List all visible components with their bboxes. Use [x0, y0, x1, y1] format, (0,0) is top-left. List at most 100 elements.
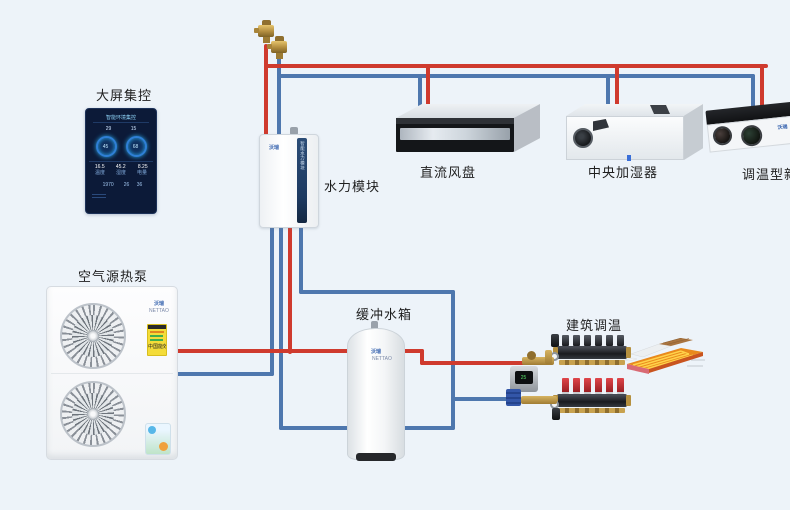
humidifier-top-vent [650, 105, 670, 114]
stat-value: 45.2 [116, 164, 126, 170]
air-vent-valve-right [267, 36, 288, 59]
upper-air-separator [551, 334, 559, 347]
dial-button-left: 45 [95, 136, 117, 157]
fresh-air-logo: 沃瑞 [772, 122, 790, 131]
brand-zh: 沃瑞 [371, 348, 381, 355]
stat-temperature: 16.5 温度 [89, 164, 110, 176]
return-outlet-fitting [521, 396, 557, 404]
humidifier-fan-opening [573, 128, 593, 148]
brand-logo: 沃瑞 NETTAO [139, 299, 179, 313]
lower-manifold-bar [553, 394, 631, 407]
brand-zh: 沃瑞 [153, 300, 164, 307]
return-drop-fan-coil [418, 74, 422, 114]
tank-base [356, 453, 396, 461]
lower-drain [552, 408, 560, 420]
return-drop-humidifier [606, 74, 610, 112]
readout-left: 29 [105, 125, 111, 132]
fan-grille-bottom [60, 381, 126, 447]
dial-right-value: 68 [133, 143, 139, 150]
humidifier-label: 中央加湿器 [588, 165, 659, 180]
upper-manifold-nuts [559, 360, 625, 365]
return-heatpump-horizontal [176, 372, 274, 376]
supply-drop-fan-coil [426, 64, 430, 114]
screen-footer: 1970 26 36 [97, 179, 146, 190]
brand-zh: 沃瑞 [269, 144, 279, 151]
return-pipe-vertical-valve [277, 56, 281, 140]
hydraulic-module-unit: 沃瑞 智能水力模块 [259, 134, 319, 228]
valve-cap [261, 20, 271, 25]
dial-button-right: 68 [125, 136, 147, 157]
cabinet-seam [51, 373, 173, 374]
valve-body [267, 41, 287, 53]
supply-valve-wheel [527, 351, 536, 360]
supply-tank-out [400, 349, 424, 353]
fan-coil-coil-slot [400, 128, 510, 140]
fresh-air-fan-right [740, 124, 764, 148]
heat-pump-unit: 沃瑞 NETTAO 中国能效标识 [46, 286, 178, 460]
circulation-pump: 25 [510, 366, 538, 392]
screen-divider [93, 122, 149, 123]
supply-riser-fitting [545, 350, 552, 364]
footer-value: 1970 [102, 181, 114, 188]
supply-step-down [420, 349, 424, 365]
stat-power: 8.25 电量 [132, 164, 153, 176]
lower-manifold-nuts [559, 408, 625, 413]
screen-dials: 45 68 [95, 136, 147, 157]
humidifier-drain [627, 155, 631, 161]
return-upper-horizontal [299, 290, 455, 294]
feature-sticker [145, 423, 171, 455]
tank-top-fitting [371, 321, 378, 330]
fan-coil-top-strip [396, 118, 514, 124]
fresh-air-label: 调温型新风 [742, 167, 790, 182]
return-drop-fresh-air [751, 74, 755, 110]
supply-pipe-vertical-valve [264, 44, 268, 140]
valve-neck [262, 37, 270, 43]
fan-coil-label: 直流风盘 [420, 165, 477, 180]
air-vent-valve-left [254, 20, 275, 43]
stat-value: 8.25 [137, 164, 148, 170]
lower-manifold-valve-heads [562, 378, 624, 394]
hydraulic-module-label: 水力模块 [324, 179, 381, 194]
footer-value: 26 [123, 181, 130, 188]
upper-manifold-bar [553, 346, 631, 359]
module-top-fitting [290, 127, 298, 135]
screen-menu-bars [89, 192, 106, 198]
humidifier-duct [593, 119, 609, 131]
heat-pump-label: 空气源热泵 [78, 269, 149, 284]
module-stripe: 智能水力模块 [297, 138, 307, 223]
return-to-manifold [451, 397, 513, 401]
supply-drop-humidifier [615, 64, 619, 112]
screen-readouts: 29 15 [95, 124, 146, 133]
fan-coil-top-face [396, 104, 540, 118]
valve-cap [274, 36, 284, 41]
stat-value: 16.5 [94, 164, 105, 170]
return-pipe-top-main [277, 74, 755, 78]
stat-label: 温度 [94, 170, 105, 176]
return-module-to-heatpump [270, 222, 274, 376]
screen-stats: 16.5 温度 45.2 湿度 8.25 电量 [89, 161, 153, 176]
screen-title-row: 智能环境集控 [89, 112, 153, 121]
buffer-tank-unit: 沃瑞 NETTAO [347, 328, 405, 461]
supply-pipe-top-main [264, 64, 768, 68]
supply-to-manifold [420, 361, 530, 365]
readout-right: 15 [131, 125, 137, 132]
return-module-branch [299, 222, 303, 294]
dial-left-value: 45 [103, 143, 109, 150]
fan-coil-front-face [396, 118, 514, 152]
energy-label-text: 中国能效标识 [148, 344, 166, 350]
return-riser [451, 290, 455, 430]
buffer-tank-label: 缓冲水箱 [356, 307, 413, 322]
brand-zh: 沃瑞 [777, 124, 788, 131]
humidifier-top-face [566, 104, 703, 116]
brand-en: NETTAO [371, 355, 392, 362]
supply-heatpump-to-tank [176, 349, 352, 353]
supply-module-down [288, 222, 292, 354]
building-temp-label: 建筑调温 [566, 318, 623, 333]
supply-drop-fresh-air [760, 64, 764, 110]
footer-value: 36 [136, 181, 143, 188]
energy-efficiency-label: 中国能效标识 [147, 324, 167, 356]
stat-humidity: 45.2 湿度 [110, 164, 131, 176]
upper-manifold-caps [562, 335, 624, 346]
supply-inlet-valve [522, 357, 554, 365]
